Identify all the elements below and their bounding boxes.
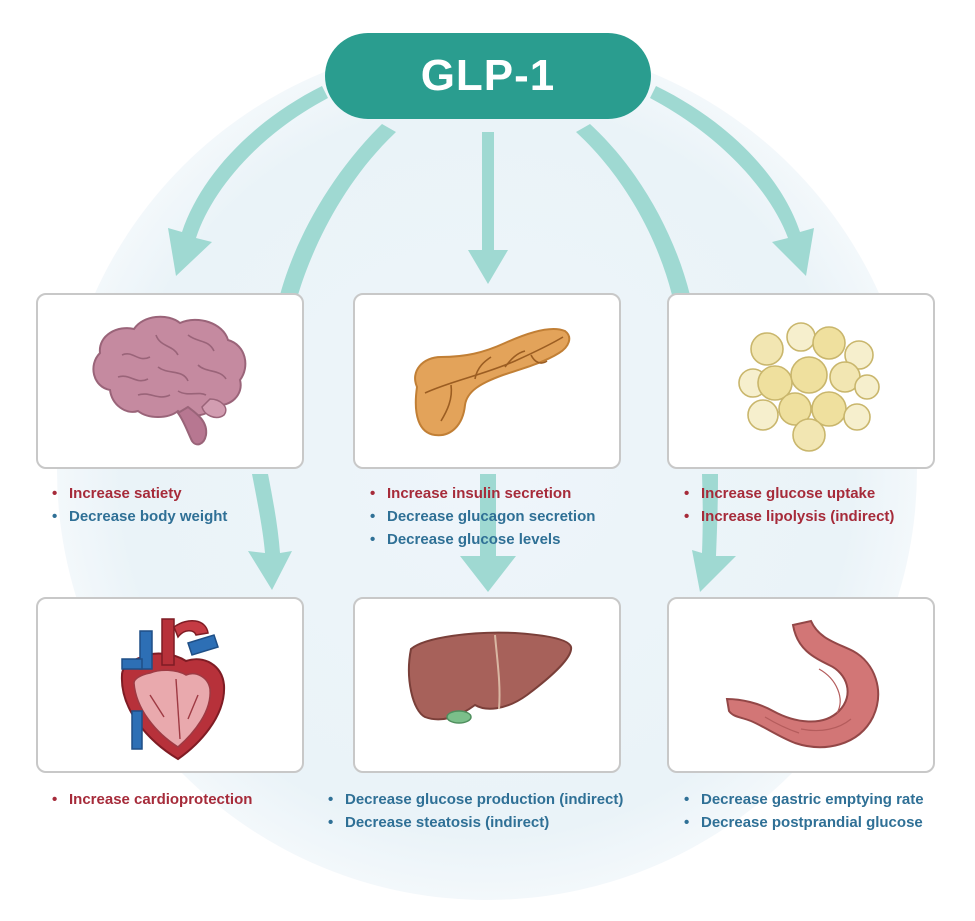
stomach-icon bbox=[725, 619, 880, 749]
brain-effects: Increase satiety Decrease body weight bbox=[52, 482, 227, 528]
arrow-to-heart-upper bbox=[280, 124, 396, 295]
effect-item: Decrease postprandial glucose bbox=[684, 811, 924, 834]
effect-item: Increase satiety bbox=[52, 482, 227, 505]
effect-item: Decrease gastric emptying rate bbox=[684, 788, 924, 811]
heart-box bbox=[36, 597, 304, 773]
effect-item: Increase insulin secretion bbox=[370, 482, 595, 505]
effect-item: Decrease glucose levels bbox=[370, 528, 595, 551]
heart-effects: Increase cardioprotection bbox=[52, 788, 252, 811]
effect-item: Increase glucose uptake bbox=[684, 482, 894, 505]
pancreas-effects: Increase insulin secretion Decrease gluc… bbox=[370, 482, 595, 551]
title-text: GLP-1 bbox=[420, 51, 556, 100]
effect-item: Decrease body weight bbox=[52, 505, 227, 528]
title-pill: GLP-1 bbox=[325, 33, 651, 119]
adipose-effects: Increase glucose uptake Increase lipolys… bbox=[684, 482, 894, 528]
stomach-box bbox=[667, 597, 935, 773]
adipose-box bbox=[667, 293, 935, 469]
stomach-effects: Decrease gastric emptying rate Decrease … bbox=[684, 788, 924, 834]
effect-item: Decrease glucose production (indirect) bbox=[328, 788, 623, 811]
arrow-to-pancreas bbox=[468, 132, 508, 284]
arrow-to-stomach-upper bbox=[576, 124, 690, 295]
pancreas-box bbox=[353, 293, 621, 469]
pancreas-icon bbox=[414, 327, 571, 437]
effect-item: Decrease glucagon secretion bbox=[370, 505, 595, 528]
brain-box bbox=[36, 293, 304, 469]
adipose-tissue-icon bbox=[738, 322, 880, 452]
brain-icon bbox=[92, 315, 247, 446]
arrow-to-brain bbox=[168, 86, 328, 276]
liver-box bbox=[353, 597, 621, 773]
liver-icon bbox=[407, 631, 573, 724]
liver-effects: Decrease glucose production (indirect) D… bbox=[328, 788, 623, 834]
effect-item: Increase cardioprotection bbox=[52, 788, 252, 811]
arrow-to-adipose bbox=[650, 86, 814, 276]
effect-item: Decrease steatosis (indirect) bbox=[328, 811, 623, 834]
arrow-to-heart-lower bbox=[248, 474, 292, 590]
heart-icon bbox=[120, 618, 226, 761]
effect-item: Increase lipolysis (indirect) bbox=[684, 505, 894, 528]
